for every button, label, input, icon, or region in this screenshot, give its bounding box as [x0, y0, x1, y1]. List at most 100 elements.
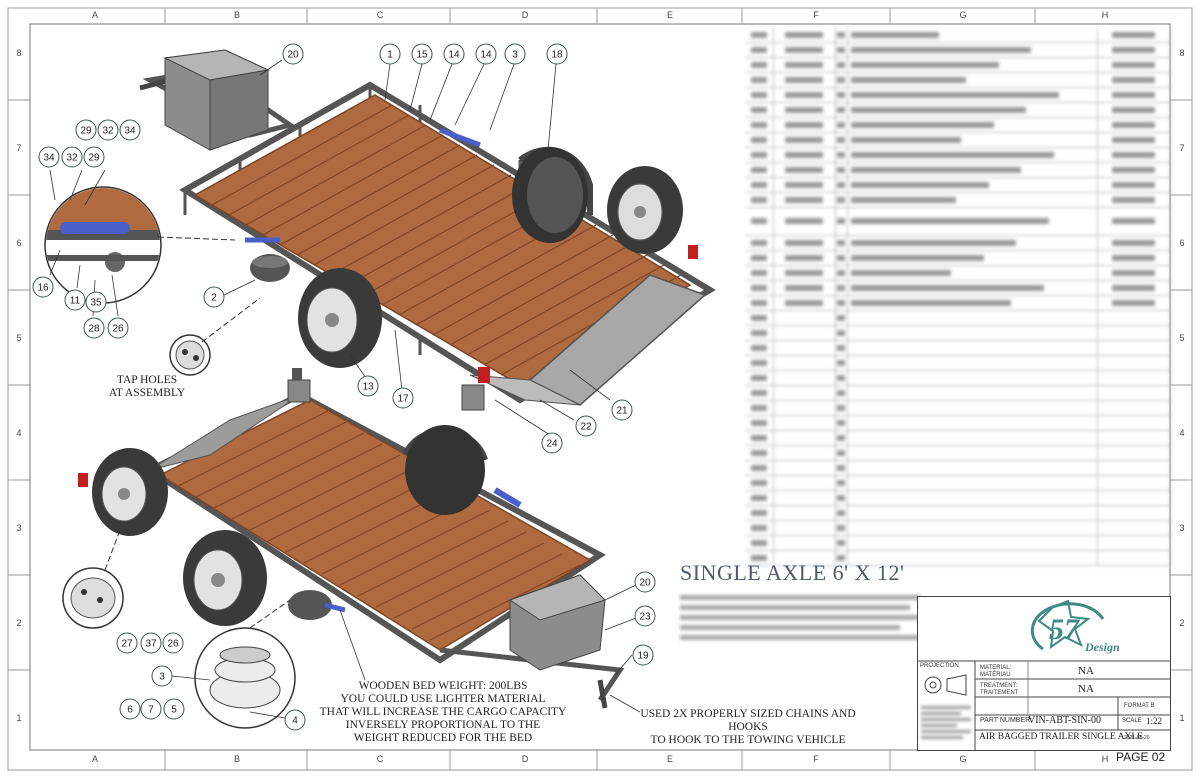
logo-word: Design: [1084, 640, 1120, 654]
balloon-label-b16: 16: [37, 283, 49, 294]
outer-border: [7, 7, 1193, 771]
balloon-label-b37: 37: [145, 639, 157, 650]
balloon-b3_bot: [151, 665, 173, 687]
bom-row: [745, 550, 1171, 566]
balloon-label-b26_bot: 26: [167, 639, 179, 650]
balloon-label-b32_b: 32: [66, 153, 78, 164]
balloon-b28: [83, 317, 105, 339]
bom-row: [745, 520, 1171, 536]
bom-row: [745, 235, 1171, 251]
treatment-value: NA: [1078, 683, 1094, 695]
zone-col-g-bottom: G: [959, 754, 967, 764]
balloon-b14b: [475, 43, 497, 65]
bom-row: [745, 400, 1171, 416]
zone-row-8-right: 8: [1179, 48, 1185, 58]
company-logo: 57 Design: [1030, 599, 1120, 654]
balloon-label-b2: 2: [211, 293, 217, 304]
balloon-label-b11: 11: [70, 296, 81, 307]
bom-row: [745, 177, 1171, 193]
balloon-b26_top: [107, 317, 129, 339]
part-description: AIR BAGGED TRAILER SINGLE AXLE: [979, 732, 1143, 742]
frame-rail: [179, 81, 716, 404]
balloon-b20_bot: [634, 571, 656, 593]
bom-row: [745, 295, 1171, 311]
balloon-label-b3_top: 3: [512, 50, 518, 61]
balloon-label-b32_a: 32: [102, 126, 114, 137]
balloon-label-b20_bot: 20: [639, 578, 651, 589]
part-number-label: PART NUMBER:: [980, 717, 1033, 724]
projection-symbol: [924, 674, 967, 696]
balloon-b2: [203, 286, 225, 308]
balloon-label-b18: 18: [551, 50, 563, 61]
balloon-label-b23: 23: [639, 612, 651, 623]
balloon-b14a: [443, 43, 465, 65]
zone-col-c-bottom: C: [376, 754, 384, 764]
detail-view-airbag: [194, 599, 296, 729]
bom-row: [745, 57, 1171, 73]
balloon-label-b14b: 14: [480, 50, 492, 61]
balloon-label-b3_bot: 3: [159, 672, 165, 683]
wood-deck-bottom: [158, 399, 592, 651]
bom-row: [745, 475, 1171, 491]
balloon-label-b7: 7: [148, 705, 154, 716]
balloon-label-b4: 4: [292, 716, 298, 727]
bom-row: [745, 280, 1171, 296]
border-ticks: [8, 8, 1192, 770]
bom-row: [745, 340, 1171, 356]
balloon-b7: [140, 698, 162, 720]
zone-row-3-right: 3: [1179, 523, 1185, 533]
material-label-en: MATERIAL:: [980, 665, 1012, 671]
top-trailer-view: [44, 49, 716, 411]
bottom-trailer-view: [62, 368, 625, 729]
bill-of-materials-table: [745, 27, 1171, 566]
bom-row: [745, 250, 1171, 266]
bom-row: [745, 132, 1171, 148]
balloon-b19: [632, 644, 654, 666]
zone-col-a: A: [91, 10, 98, 20]
zone-row-2-right: 2: [1179, 618, 1185, 628]
bom-row: [745, 430, 1171, 446]
balloon-b29_b: [83, 146, 105, 168]
note-tap-holes-line1: TAP HOLES: [116, 374, 178, 386]
material-value: NA: [1078, 665, 1094, 677]
balloon-b16: [32, 276, 54, 298]
balloon-label-b35: 35: [90, 298, 102, 309]
detail-view-bottom-left: [62, 529, 124, 629]
bom-row: [745, 370, 1171, 386]
balloon-b3_top: [504, 43, 526, 65]
title-block: 57 Design PROJECTION MATERIAL: MATÉRIAU …: [917, 596, 1171, 751]
zone-row-4: 4: [16, 428, 22, 438]
balloon-b34_a: [119, 119, 141, 141]
zone-row-4-right: 4: [1179, 428, 1185, 438]
balloon-b6: [119, 698, 141, 720]
balloon-label-b27: 27: [121, 639, 133, 650]
balloon-label-b34_b: 34: [43, 153, 55, 164]
bom-row: [745, 192, 1171, 208]
note-bed-line3: THAT WILL INCREASE THE CARGO CAPACITY: [319, 706, 567, 718]
blurred-notes: [680, 590, 940, 650]
balloon-label-b20_top: 20: [287, 50, 299, 61]
balloon-b37: [140, 632, 162, 654]
rear-right-tire: [512, 147, 588, 243]
bom-row: [745, 460, 1171, 476]
zone-row-7: 7: [16, 143, 22, 153]
balloon-label-b26_top: 26: [112, 324, 124, 335]
zone-col-h: H: [1101, 10, 1109, 20]
blurred-tolerances: [921, 703, 971, 747]
bottom-left-tire-2: [183, 530, 267, 626]
bom-row: [745, 162, 1171, 178]
bom-row: [745, 355, 1171, 371]
zone-col-f-bottom: F: [813, 754, 819, 764]
zone-col-f: F: [813, 10, 819, 20]
note-chains-line2: TO HOOK TO THE TOWING VEHICLE: [650, 734, 846, 746]
balloon-b4: [284, 709, 306, 731]
balloon-label-b21: 21: [616, 406, 628, 417]
zone-row-6-right: 6: [1179, 238, 1185, 248]
balloon-b23: [634, 605, 656, 627]
left-tire: [298, 268, 382, 368]
zone-col-c: C: [376, 10, 384, 20]
drawing-title: SINGLE AXLE 6' X 12': [680, 560, 905, 585]
scale-label: SCALE: [1122, 718, 1142, 724]
